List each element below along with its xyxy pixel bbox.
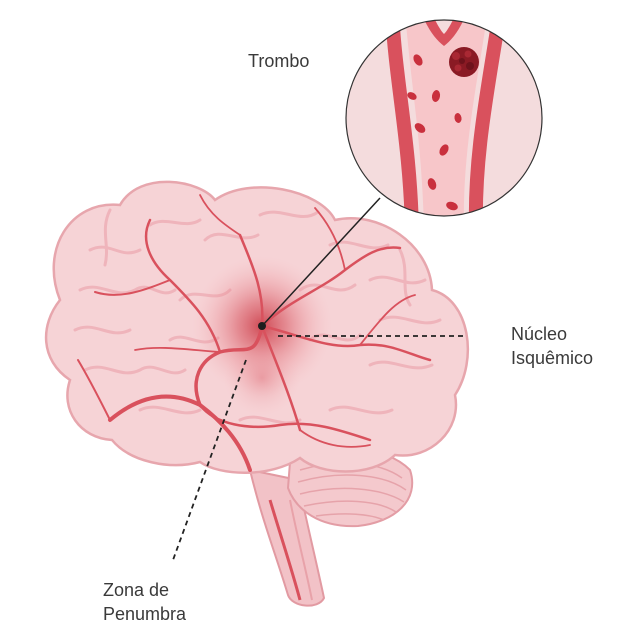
label-trombo: Trombo bbox=[248, 49, 309, 73]
label-zona-penumbra: Zona de Penumbra bbox=[103, 578, 186, 626]
label-trombo-text: Trombo bbox=[248, 51, 309, 71]
label-nucleo-line1: Núcleo bbox=[511, 322, 593, 346]
magnified-vessel-icon bbox=[346, 10, 542, 230]
cerebrum bbox=[46, 182, 468, 473]
label-zona-line2: Penumbra bbox=[103, 602, 186, 626]
ischemic-core-marker bbox=[258, 322, 266, 330]
thrombus-icon bbox=[449, 47, 479, 77]
label-nucleo-line2: Isquêmico bbox=[511, 346, 593, 370]
label-zona-line1: Zona de bbox=[103, 578, 186, 602]
label-nucleo-isquemico: Núcleo Isquêmico bbox=[511, 322, 593, 370]
